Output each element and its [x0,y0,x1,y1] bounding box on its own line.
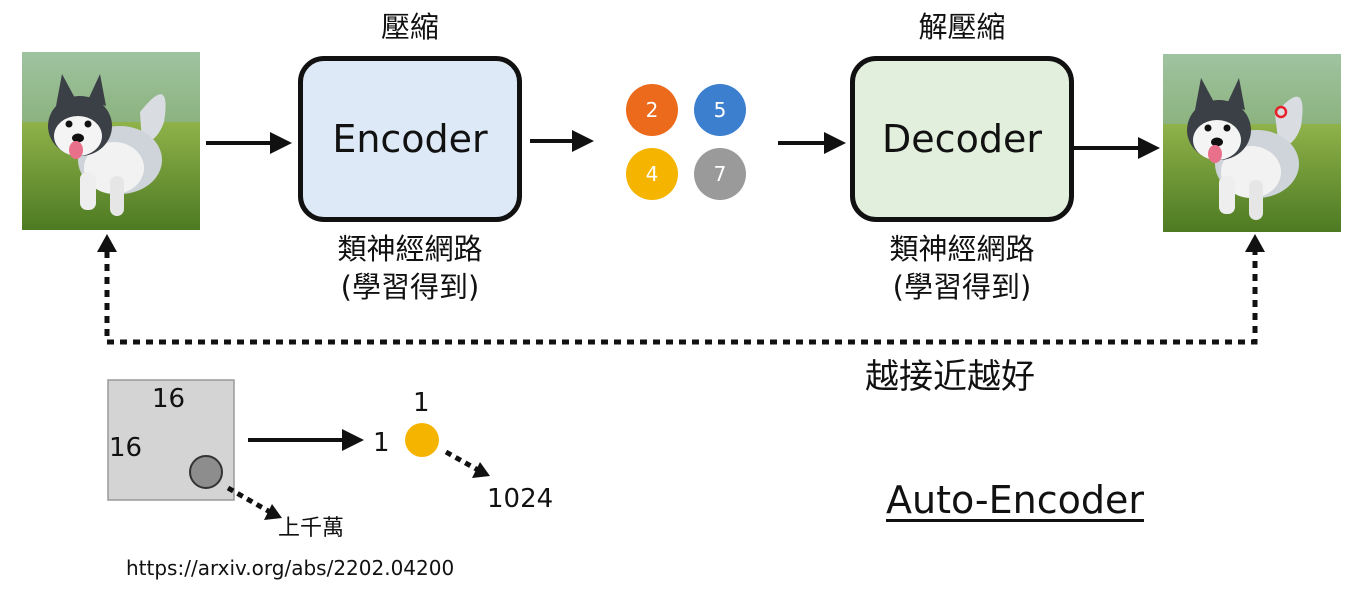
encoder-caption-line1: 類神經網路 [337,232,483,266]
token-detail-left-label: 1 [373,428,390,458]
encoder-label: Encoder [332,117,488,161]
diagram-title: Auto-Encoder [886,478,1145,522]
token-2-value: 2 [645,98,659,122]
encoder-caption: 類神經網路 (學習得到) [300,230,520,306]
token-4: 4 [626,148,678,200]
decoder-box: Decoder [850,56,1074,222]
patch-pixel-circle [189,455,223,489]
feedback-dotted-loop [104,248,1258,345]
feedback-arrowhead-right [1245,234,1265,252]
encoder-caption-line2: (學習得到) [340,270,480,304]
decoder-caption-line2: (學習得到) [892,270,1032,304]
token-detail-count-label: 1024 [487,484,554,514]
decoder-label: Decoder [882,117,1042,161]
dotted-arrow-patch-count-head [264,504,282,520]
decoder-caption-line1: 類神經網路 [889,232,1035,266]
decompress-label: 解壓縮 [918,10,1006,44]
citation-text: https://arxiv.org/abs/2202.04200 [126,556,455,580]
output-husky-image [1163,54,1341,232]
token-7-value: 7 [713,162,727,186]
compress-label: 壓縮 [380,10,439,44]
patch-height-label: 16 [109,433,143,463]
feedback-arrowhead-left [97,234,117,252]
dotted-arrow-token-count [444,449,480,473]
detail-token-circle [405,423,439,457]
token-detail-top-label: 1 [413,388,430,418]
encoder-box: Encoder [298,56,522,222]
token-4-value: 4 [645,162,659,186]
patch-width-label: 16 [152,384,186,414]
token-2: 2 [626,84,678,136]
decoder-caption: 類神經網路 (學習得到) [852,230,1072,306]
dotted-arrow-patch-count [226,485,272,515]
token-5-value: 5 [713,98,727,122]
feedback-label: 越接近越好 [865,357,1035,397]
token-5: 5 [694,84,746,136]
patch-count-label: 上千萬 [278,516,345,541]
input-husky-image [22,52,200,230]
token-7: 7 [694,148,746,200]
dotted-arrow-token-count-head [472,462,490,478]
